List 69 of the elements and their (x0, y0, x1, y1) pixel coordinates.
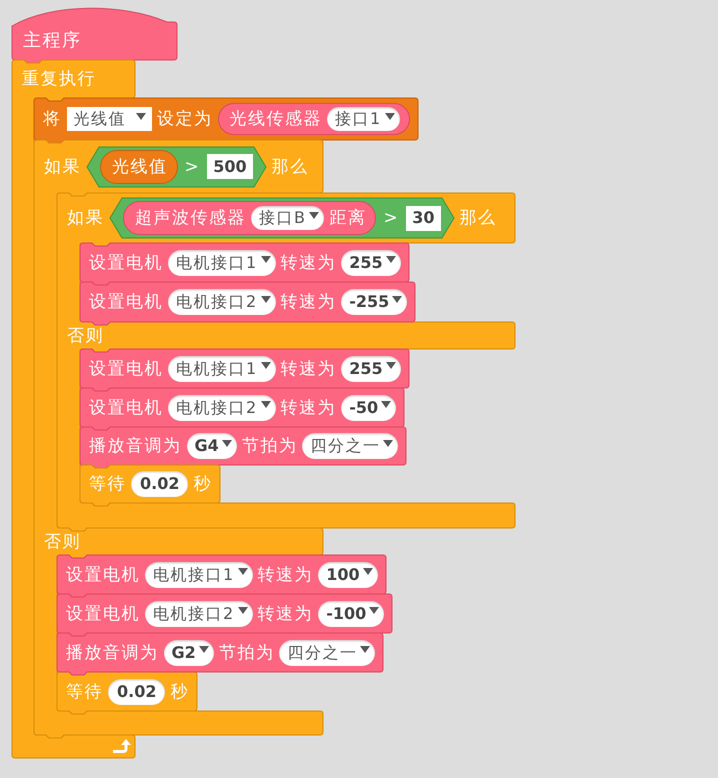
block-label: 播放音调为 (66, 642, 158, 662)
block-label: 秒 (170, 682, 189, 702)
dropdown-field: 光线值 (66, 107, 152, 131)
command-block (57, 555, 386, 597)
block-label: 节拍为 (242, 436, 298, 456)
block-label: 设置电机 (89, 398, 163, 418)
block-label: 转速为 (280, 292, 336, 312)
reporter-block (123, 201, 376, 235)
block-label: 将 (43, 109, 62, 129)
command-block (80, 282, 416, 325)
block-label: 如果 (67, 208, 104, 228)
command-block (80, 465, 220, 506)
dropdown-field: 四分之一 (279, 640, 376, 666)
dropdown-field: 电机接口2 (145, 600, 253, 626)
block-label: 转速为 (280, 252, 336, 272)
dropdown-field: -255 (341, 289, 408, 315)
number-field: 30 (406, 206, 440, 230)
command-block (34, 98, 418, 143)
reporter-block (218, 103, 410, 135)
dropdown-field: 电机接口2 (168, 289, 276, 315)
block-label: 设置电机 (66, 564, 140, 584)
dropdown-field: 电机接口1 (145, 562, 253, 588)
block-label: 如果 (44, 156, 81, 176)
dropdown-field: 电机接口2 (168, 394, 276, 420)
block-label: 等待 (89, 474, 126, 494)
block-label: 转速为 (258, 604, 314, 624)
dropdown-field: -100 (318, 600, 384, 626)
command-block (80, 388, 404, 430)
command-block (80, 349, 409, 391)
command-block (57, 594, 392, 636)
block-label: 那么 (272, 156, 309, 176)
dropdown-field: 接口B (251, 206, 324, 230)
condition-block (110, 198, 454, 238)
reporter-block: 光线值 (100, 150, 178, 184)
block-label: 否则 (44, 532, 81, 552)
block-label: 设置电机 (89, 292, 163, 312)
command-block (80, 243, 409, 285)
block-label: 节拍为 (218, 642, 274, 662)
block-label: 设置电机 (66, 604, 140, 624)
command-block (80, 427, 406, 468)
dropdown-field: 接口1 (327, 107, 400, 131)
number-field: 500 (207, 154, 253, 179)
dropdown-field: 电机接口1 (168, 356, 276, 382)
block-label: 设置电机 (89, 252, 163, 272)
block-label: 重复执行 (22, 69, 96, 89)
command-block (57, 672, 197, 714)
number-field: 0.02 (131, 471, 188, 497)
block-label: 距离 (329, 208, 366, 228)
block-label: 设定为 (157, 109, 212, 129)
command-block (57, 633, 384, 675)
block-label: 转速为 (258, 564, 314, 584)
dropdown-field: 四分之一 (302, 433, 398, 459)
block-label: 那么 (460, 208, 496, 228)
block-label: 转速为 (280, 398, 336, 418)
dropdown-field: 电机接口1 (168, 250, 276, 276)
hat-block: 主程序 (12, 8, 177, 63)
block-label: 否则 (67, 326, 104, 346)
block-label: 转速为 (280, 358, 336, 378)
block-label: > (184, 156, 200, 176)
dropdown-field: G4 (186, 433, 237, 459)
block-label: 设置电机 (89, 358, 163, 378)
condition-block (87, 146, 266, 186)
block-label: 秒 (193, 474, 212, 494)
block-label: 等待 (66, 682, 103, 702)
block-label: 光线传感器 (230, 109, 322, 129)
block-label: 播放音调为 (89, 436, 182, 456)
if-else-block (57, 193, 515, 531)
block-label: > (383, 208, 400, 228)
block-label: 超声波传感器 (135, 208, 246, 228)
